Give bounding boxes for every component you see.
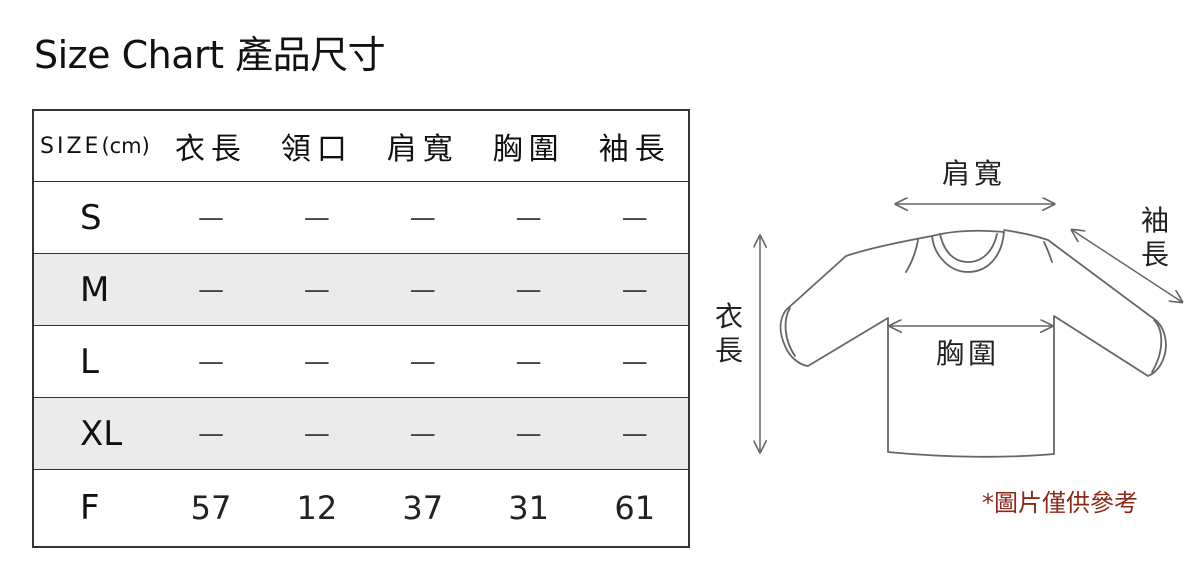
size-header-label: SIZE [40,133,102,159]
size-label: F [80,488,100,528]
table-row: F 57 12 37 31 61 [33,470,689,548]
table-cell: 12 [296,489,338,527]
table-cell: 61 [614,489,656,527]
size-label: M [33,253,158,326]
table-cell: 37 [402,489,444,527]
measure-arrows [760,204,1182,452]
table-cell: — [475,253,582,326]
sleeve-arrow [1072,230,1182,302]
sleeve-label-bottom: 長 [1140,238,1169,271]
sleeve-label-top: 袖 [1140,204,1169,237]
size-unit-label: (cm) [101,133,150,158]
table-cell: 31 [508,489,549,527]
size-table: SIZE(cm) 衣長 領口 肩寬 胸圍 袖長 S — — — — — M — … [32,109,690,548]
table-cell: — [581,397,689,470]
table-row: L — — — — — [33,325,689,398]
size-column-header: SIZE(cm) [33,110,158,182]
table-row: XL — — — — — [33,397,689,470]
table-cell: — [369,325,476,398]
table-cell: — [475,325,582,398]
column-header-chest: 胸圍 [475,110,582,182]
table-cell: — [369,397,476,470]
shoulder-label: 肩寬 [942,157,1007,190]
disclaimer-note: *圖片僅供參考 [982,489,1138,517]
size-label: S [33,181,158,254]
table-cell: — [581,181,689,254]
table-row: S — — — — — [33,181,689,254]
table-cell: — [475,181,582,254]
chest-label: 胸圍 [936,337,1001,370]
length-label-bottom: 長 [714,334,743,367]
table-cell: — [581,253,689,326]
length-label-top: 衣 [714,300,743,333]
table-cell: — [158,325,264,398]
sweater-illustration [700,140,1200,458]
table-header-row: SIZE(cm) 衣長 領口 肩寬 胸圍 袖長 [33,110,689,182]
table-cell: — [158,181,264,254]
sweater-outline [779,229,1167,458]
table-cell: — [369,181,476,254]
table-cell: — [581,325,689,398]
page-title: Size Chart 產品尺寸 [34,33,386,77]
table-cell: — [369,253,476,326]
table-cell: 57 [190,489,232,527]
column-header-sleeve: 袖長 [581,110,689,182]
size-label: L [33,325,158,398]
column-header-shoulder: 肩寬 [369,110,476,182]
column-header-neck: 領口 [263,110,370,182]
table-cell: — [263,325,370,398]
table-cell: — [158,253,264,326]
table-row: M — — — — — [33,253,689,326]
table-cell: — [263,253,370,326]
column-header-length: 衣長 [158,110,264,182]
size-label: XL [33,397,158,470]
table-cell: — [475,397,582,470]
table-cell: — [263,181,370,254]
table-cell: — [263,397,370,470]
garment-diagram [700,140,1200,480]
table-cell: — [158,397,264,470]
